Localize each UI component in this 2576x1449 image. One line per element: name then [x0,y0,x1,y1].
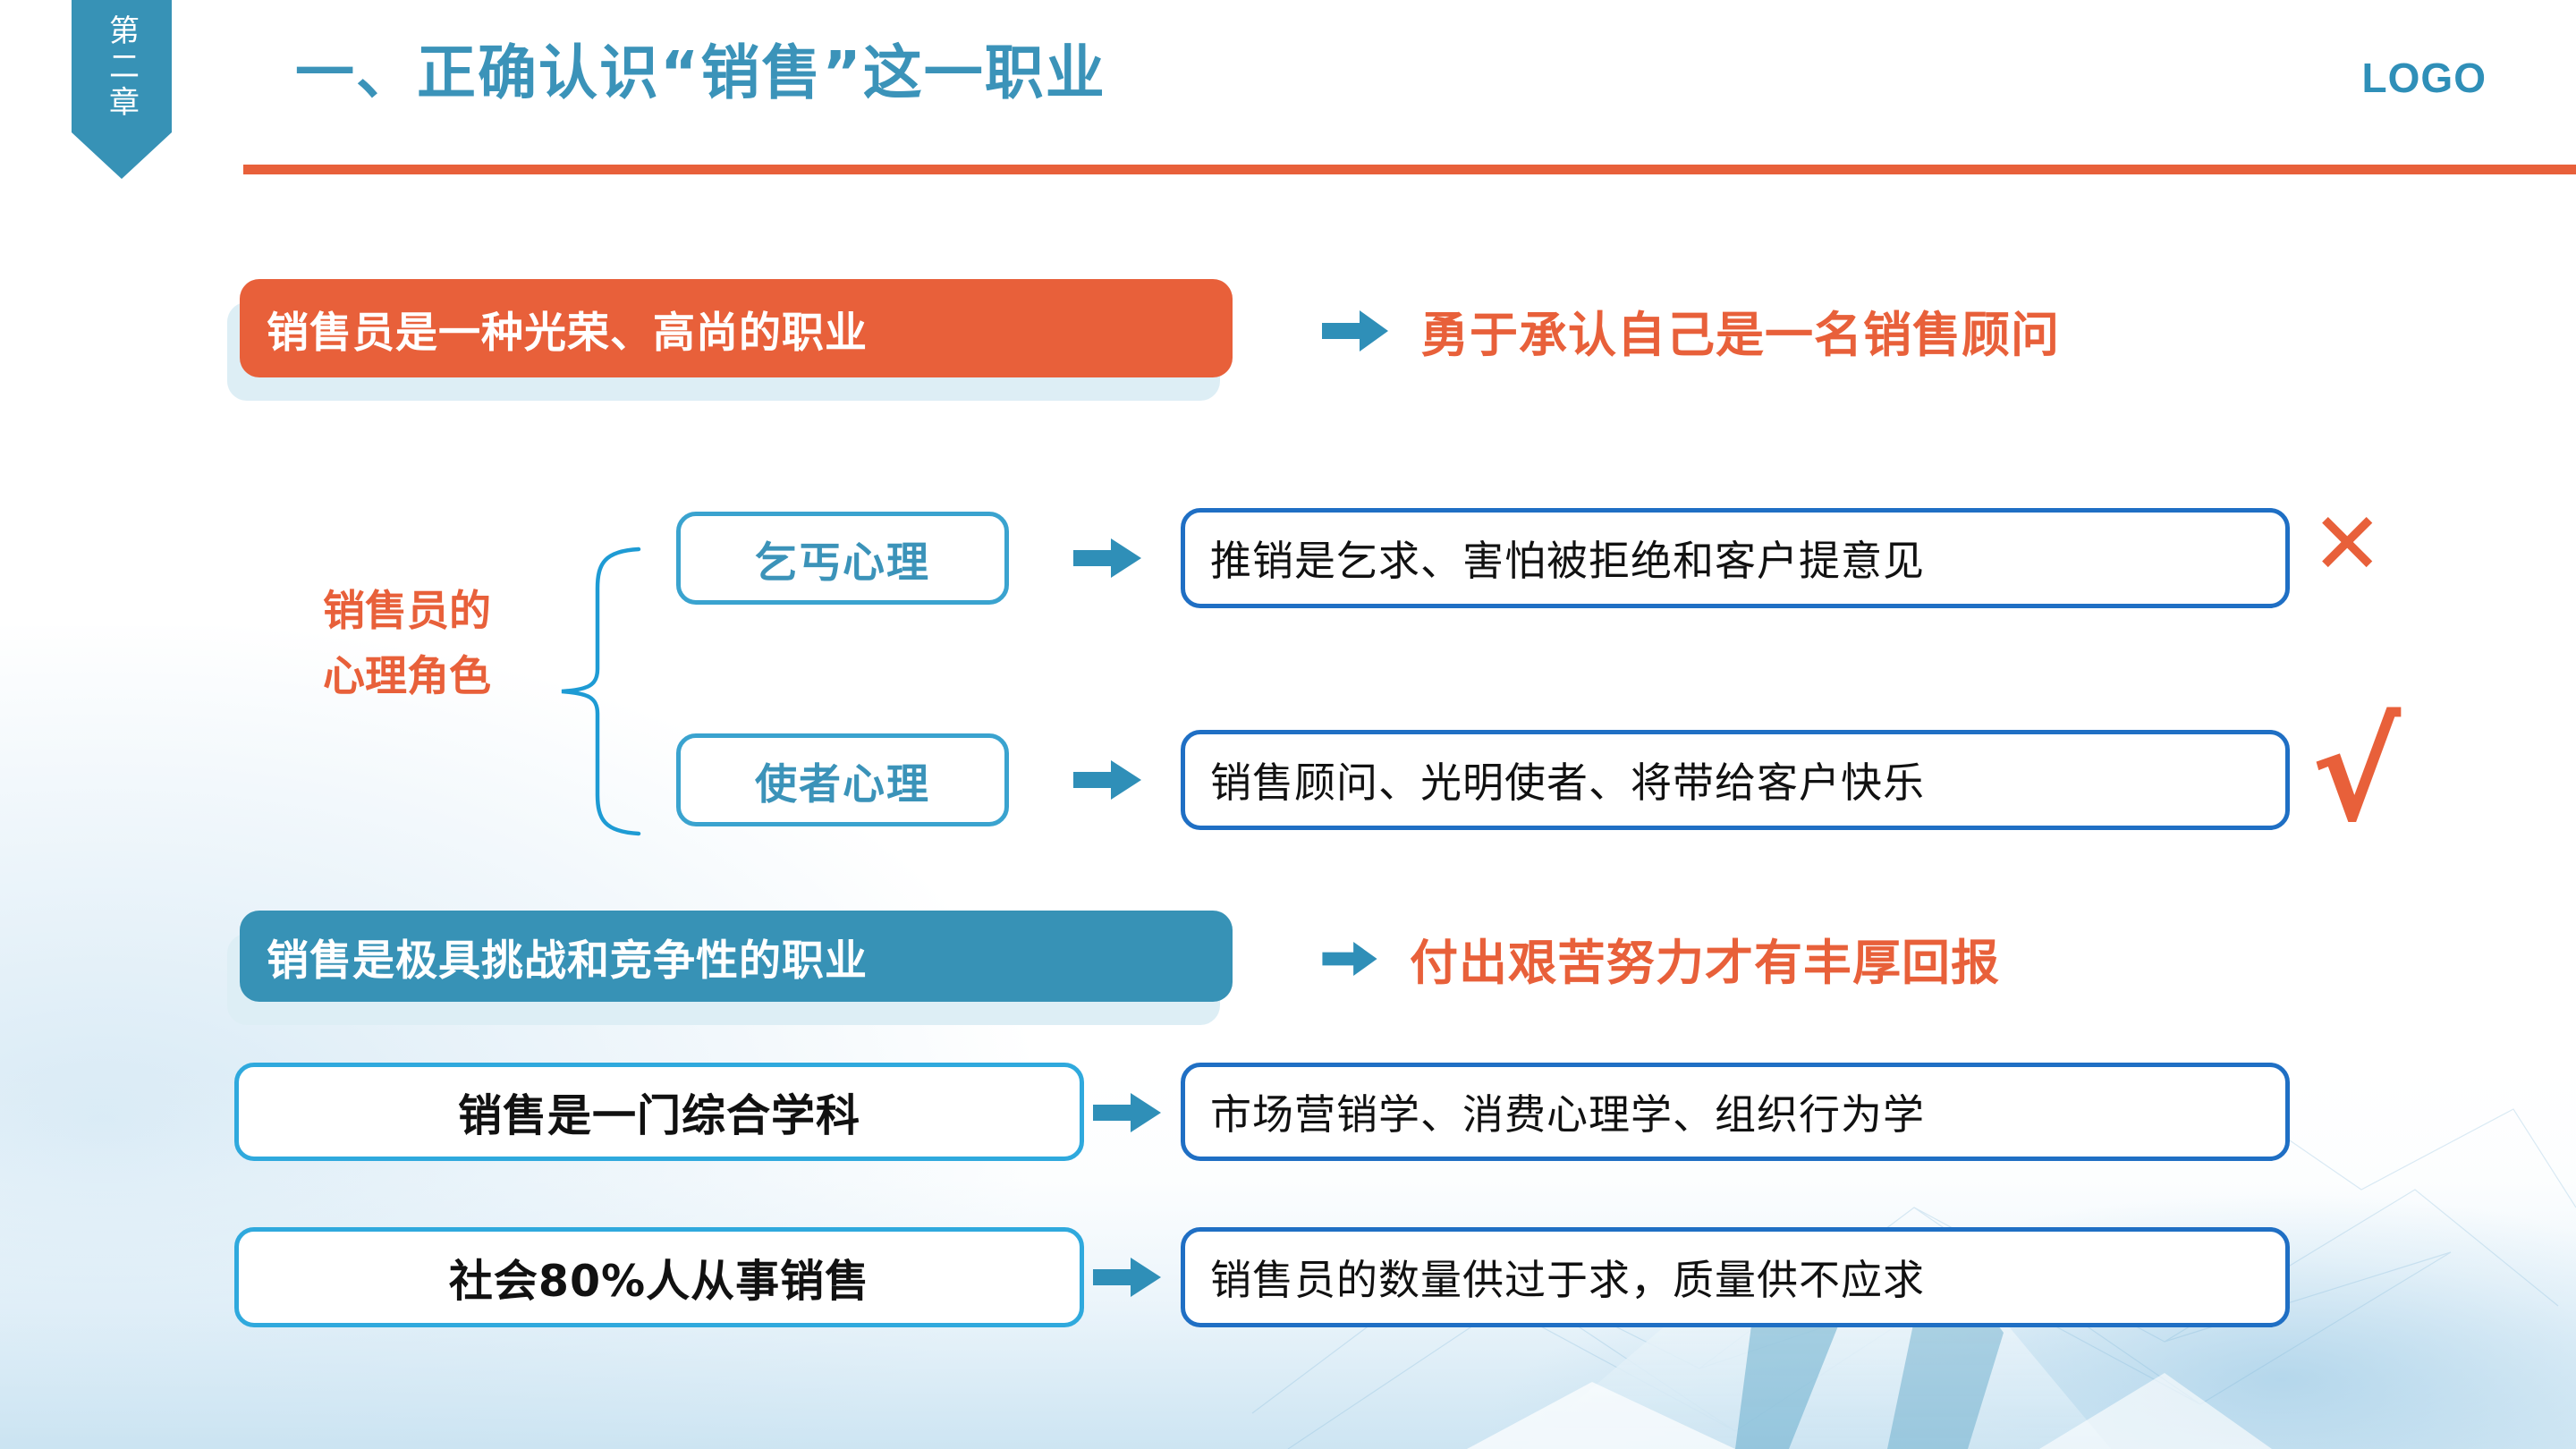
chapter-label: 第二章 [103,14,140,122]
banner-face: 销售是极具挑战和竞争性的职业 [240,911,1233,1002]
cross-mark-icon: ✕ [2311,494,2384,594]
callout-label: 勇于承认自己是一名销售顾问 [1420,307,2060,363]
background-cloud [1234,984,2576,1449]
description-box-envoy: 销售顾问、光明使者、将带给客户快乐 [1181,730,2290,830]
right-arrow-icon [1073,538,1141,578]
banner-label: 销售员是一种光荣、高尚的职业 [267,308,868,358]
banner-sales-is-glorious: 销售员是一种光荣、高尚的职业 [227,279,1233,401]
description-label: 销售员的数量供过于求，质量供不应求 [1210,1256,1925,1304]
callout-label: 付出艰苦努力才有丰厚回报 [1410,935,2000,991]
role-box-label: 乞丐心理 [755,538,930,588]
statement-box-comprehensive-subject[interactable]: 销售是一门综合学科 [234,1063,1084,1161]
right-arrow-icon [1073,760,1141,800]
role-box-beggar[interactable]: 乞丐心理 [676,512,1009,605]
banner-sales-is-challenging: 销售是极具挑战和竞争性的职业 [227,911,1233,1025]
background-polyline-decor [1251,1090,2576,1449]
description-label: 市场营销学、消费心理学、组织行为学 [1210,1090,1925,1139]
role-group-label: 销售员的 心理角色 [259,580,555,710]
right-block-arrow-icon [1322,941,1377,976]
description-label: 销售顾问、光明使者、将带给客户快乐 [1210,758,1925,807]
logo: LOGO [2361,55,2487,101]
right-arrow-icon [1093,1093,1161,1132]
callout-admit-advisor: 勇于承认自己是一名销售顾问 [1322,295,2060,366]
description-box-supply-demand: 销售员的数量供过于求，质量供不应求 [1181,1227,2290,1327]
banner-label: 销售是极具挑战和竞争性的职业 [267,936,868,986]
statement-box-eighty-percent[interactable]: 社会80%人从事销售 [234,1227,1084,1327]
page-title: 一、正确认识“销售”这一职业 [295,38,1106,107]
description-label: 推销是乞求、害怕被拒绝和客户提意见 [1210,537,1925,585]
role-group-label-line2: 心理角色 [323,651,491,701]
role-group-label-line1: 销售员的 [323,587,491,636]
chapter-ribbon: 第二章 [72,0,172,179]
statement-label: 销售是一门综合学科 [457,1089,860,1141]
role-box-label: 使者心理 [755,759,930,809]
right-arrow-icon [1093,1258,1161,1297]
right-block-arrow-icon [1322,309,1388,352]
title-divider [243,165,2576,174]
role-box-envoy[interactable]: 使者心理 [676,733,1009,826]
description-box-beggar: 推销是乞求、害怕被拒绝和客户提意见 [1181,508,2290,608]
callout-hard-work-reward: 付出艰苦努力才有丰厚回报 [1322,923,2000,994]
check-mark-icon: √ [2311,696,2402,852]
description-box-subjects: 市场营销学、消费心理学、组织行为学 [1181,1063,2290,1161]
statement-label: 社会80%人从事销售 [448,1255,870,1307]
banner-face: 销售员是一种光荣、高尚的职业 [240,279,1233,377]
curly-brace-icon [561,547,641,836]
